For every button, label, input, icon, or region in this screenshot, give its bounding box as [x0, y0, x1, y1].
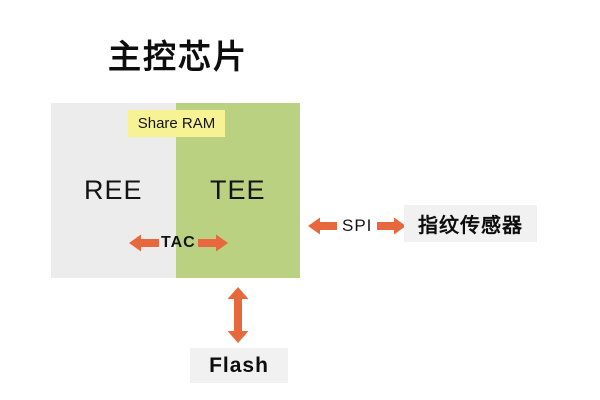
fingerprint-sensor-node: 指纹传感器 [404, 205, 537, 242]
spi-right-arrow-icon [377, 217, 407, 235]
tac-left-arrow-icon [129, 234, 159, 252]
tac-label: TAC [161, 234, 196, 251]
tee-label: TEE [209, 175, 266, 205]
flash-node: Flash [190, 348, 288, 383]
spi-connector: SPI [308, 216, 407, 236]
tac-connector: TAC [129, 234, 228, 252]
diagram-title: 主控芯片 [108, 38, 248, 75]
spi-left-arrow-icon [308, 217, 337, 235]
share-ram-label: Share RAM [128, 110, 225, 137]
tac-right-arrow-icon [197, 234, 228, 252]
spi-label: SPI [342, 216, 373, 235]
flash-connector [227, 287, 249, 343]
flash-vertical-arrow-icon [227, 287, 249, 343]
ree-label: REE [83, 175, 143, 205]
